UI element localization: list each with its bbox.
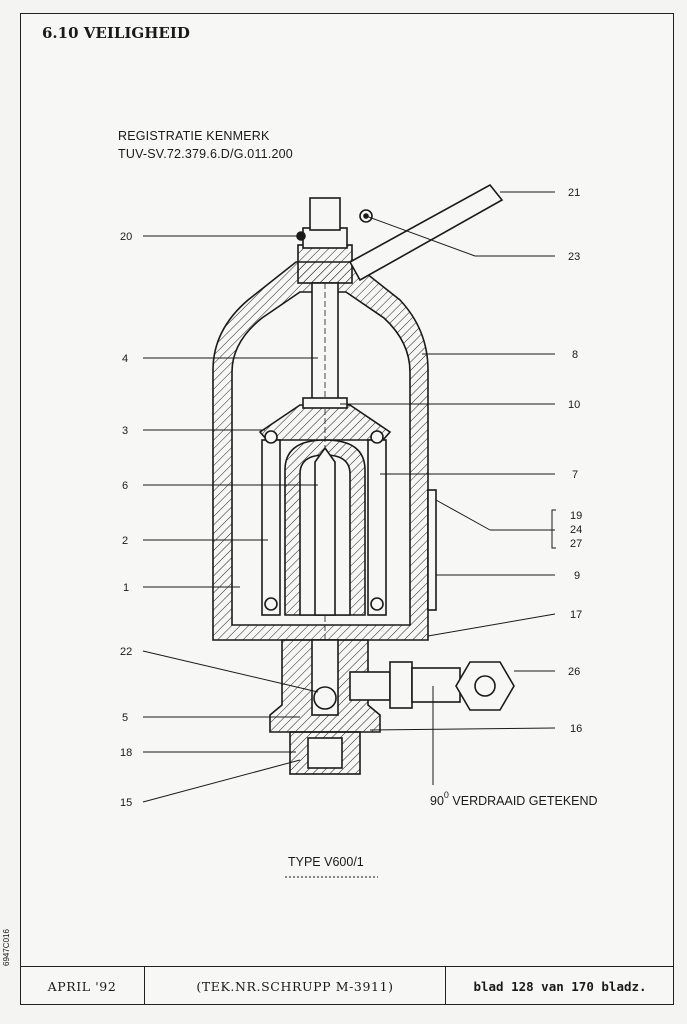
type-label: TYPE V600/1 bbox=[288, 855, 364, 869]
leader-lines bbox=[142, 191, 556, 878]
registration-line-2: TUV-SV.72.379.6.D/G.011.200 bbox=[118, 147, 293, 161]
registration-line-1: REGISTRATIE KENMERK bbox=[118, 129, 270, 143]
label-20: 20 bbox=[120, 231, 132, 243]
valve-body bbox=[212, 183, 515, 775]
label-1: 1 bbox=[123, 582, 129, 594]
ball bbox=[313, 686, 337, 710]
rotation-note: 900 VERDRAAID GETEKEND bbox=[430, 790, 598, 808]
label-24: 24 bbox=[570, 524, 582, 536]
spring-left bbox=[261, 439, 281, 616]
title-block: APRIL '92 (TEK.NR.SCHRUPP M-3911) blad 1… bbox=[20, 966, 674, 1005]
lever-arm bbox=[348, 183, 504, 282]
label-19: 19 bbox=[570, 510, 582, 522]
outlet-nut-1 bbox=[389, 661, 413, 709]
rotation-text: VERDRAAID GETEKEND bbox=[449, 794, 598, 808]
piston bbox=[314, 446, 336, 616]
spring-right bbox=[367, 439, 387, 616]
label-3: 3 bbox=[122, 425, 128, 437]
rotation-degrees: 90 bbox=[430, 794, 444, 808]
label-10: 10 bbox=[568, 399, 580, 411]
label-23: 23 bbox=[568, 251, 580, 263]
top-stem bbox=[309, 197, 341, 231]
footer-drawing-number: (TEK.NR.SCHRUPP M-3911) bbox=[145, 967, 446, 1005]
label-9: 9 bbox=[574, 570, 580, 582]
registration-block: REGISTRATIE KENMERK TUV-SV.72.379.6.D/G.… bbox=[118, 127, 293, 163]
footer-date: APRIL '92 bbox=[20, 967, 145, 1005]
label-4: 4 bbox=[122, 353, 128, 365]
label-27: 27 bbox=[570, 538, 582, 550]
outlet-pipe bbox=[349, 671, 391, 701]
rotation-degree-sign: 0 bbox=[444, 790, 449, 800]
label-22: 22 bbox=[120, 646, 132, 658]
label-6: 6 bbox=[122, 480, 128, 492]
label-15: 15 bbox=[120, 797, 132, 809]
outlet-fitting bbox=[411, 667, 461, 703]
label-16: 16 bbox=[570, 723, 582, 735]
label-17: 17 bbox=[570, 609, 582, 621]
section-title: 6.10 VEILIGHEID bbox=[42, 24, 190, 42]
label-21: 21 bbox=[568, 187, 580, 199]
label-2: 2 bbox=[122, 535, 128, 547]
footer-page-info: blad 128 van 170 bladz. bbox=[473, 978, 647, 994]
label-5: 5 bbox=[122, 712, 128, 724]
label-26: 26 bbox=[568, 666, 580, 678]
label-7: 7 bbox=[572, 469, 578, 481]
label-8: 8 bbox=[572, 349, 578, 361]
top-nut bbox=[302, 227, 348, 249]
top-neck bbox=[297, 244, 353, 284]
label-18: 18 bbox=[120, 747, 132, 759]
